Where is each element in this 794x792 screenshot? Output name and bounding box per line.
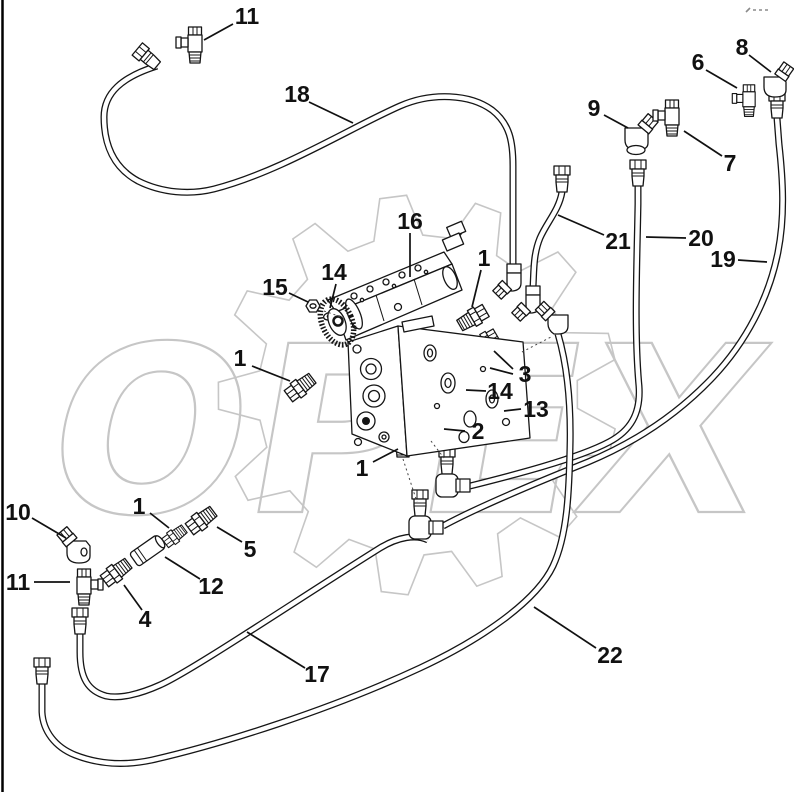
hose-20	[469, 186, 643, 490]
callout-leader-1	[251, 365, 291, 382]
callout-label-1-12: 1	[478, 245, 491, 271]
callout-leader-15	[288, 292, 309, 303]
callout-label-1-17: 1	[356, 455, 369, 481]
control-valve-assembly	[317, 220, 552, 503]
callout-label-4-24: 4	[139, 606, 152, 632]
callout-label-17-25: 17	[304, 661, 330, 687]
callout-leader-1	[372, 448, 399, 463]
callout-label-14-11: 14	[321, 259, 347, 285]
callout-label-1-18: 1	[234, 345, 247, 371]
callout-label-20-8: 20	[688, 225, 714, 251]
hose-end-fittings	[33, 42, 786, 685]
callout-leader-8	[748, 54, 772, 73]
elbow-fitting-10	[56, 526, 91, 564]
callout-label-2-16: 2	[472, 418, 485, 444]
hose-22	[38, 333, 574, 767]
sleeve-fitting-12	[129, 535, 166, 567]
hose-18	[100, 62, 517, 265]
callout-label-8-2: 8	[736, 34, 749, 60]
callout-leader-11	[203, 23, 234, 41]
manifold-block	[347, 315, 531, 457]
callout-leader-3	[493, 350, 514, 370]
callout-leader-22	[533, 606, 597, 649]
hose-17	[76, 533, 430, 701]
hose-20-top-nut	[629, 159, 647, 187]
tee-fitting-11-bottom	[76, 568, 104, 606]
callout-label-10-19: 10	[5, 499, 31, 525]
callout-label-19-9: 19	[710, 246, 736, 272]
callout-label-16-6: 16	[397, 208, 423, 234]
callout-label-9-4: 9	[588, 95, 601, 121]
callout-label-11-22: 11	[6, 569, 31, 595]
hose-19-bottom-elbow	[408, 489, 444, 540]
callout-label-5-21: 5	[244, 536, 257, 562]
callout-leader-21	[557, 214, 605, 236]
callout-label-14-14: 14	[487, 378, 513, 404]
callout-label-3-13: 3	[519, 361, 532, 387]
callout-label-18-1: 18	[284, 81, 310, 107]
callout-leader-6	[705, 69, 738, 89]
solenoid-coil-knurl	[317, 296, 357, 348]
callout-label-11-0: 11	[235, 3, 260, 29]
callout-label-6-3: 6	[692, 49, 705, 75]
callout-leader-13	[503, 408, 522, 412]
hose-21-top-nut	[553, 165, 571, 193]
callout-label-12-23: 12	[198, 573, 224, 599]
callout-leader-2	[443, 428, 466, 432]
callout-leader-19	[737, 259, 768, 263]
callout-leader-17	[246, 631, 306, 669]
corner-artifact	[745, 7, 768, 13]
callout-leader-12	[164, 556, 201, 580]
callout-label-13-15: 13	[523, 396, 549, 422]
tee-fitting-7	[652, 99, 680, 137]
elbow-fitting-9	[624, 113, 659, 156]
callout-leader-4	[123, 584, 143, 611]
callout-leader-7	[683, 130, 723, 157]
callout-leader-14	[465, 389, 487, 392]
callout-leader-3	[489, 367, 514, 375]
callout-label-15-10: 15	[262, 274, 288, 300]
callout-leader-9	[603, 114, 629, 129]
hose-22-end-nut	[33, 657, 51, 685]
hose-17-top-nut	[71, 607, 89, 635]
hose-21	[529, 191, 566, 288]
callout-leader-14	[329, 283, 337, 309]
assembly-alignment-lines	[323, 310, 552, 503]
callout-leader-20	[645, 236, 687, 239]
hose-22-elbow	[534, 300, 569, 335]
hose-20-bottom-elbow	[435, 447, 471, 498]
callout-leader-5	[216, 526, 243, 543]
elbow-fitting-8	[763, 61, 794, 98]
callout-label-7-5: 7	[724, 150, 737, 176]
callout-label-22-26: 22	[597, 642, 623, 668]
callout-leader-18	[308, 101, 354, 124]
tee-fitting-11-top	[175, 26, 203, 64]
callout-leader-1	[149, 512, 170, 529]
tee-fitting-6	[731, 84, 756, 118]
solenoid-valve-bank	[317, 220, 467, 348]
hose-18-elbow	[491, 263, 522, 301]
gear-watermark	[217, 194, 617, 596]
callout-label-1-20: 1	[133, 493, 146, 519]
callout-leader-1	[471, 269, 482, 308]
hoses	[38, 62, 787, 767]
hose-19	[441, 117, 787, 530]
callout-label-21-7: 21	[605, 228, 631, 254]
callout-leader-10	[31, 517, 67, 539]
